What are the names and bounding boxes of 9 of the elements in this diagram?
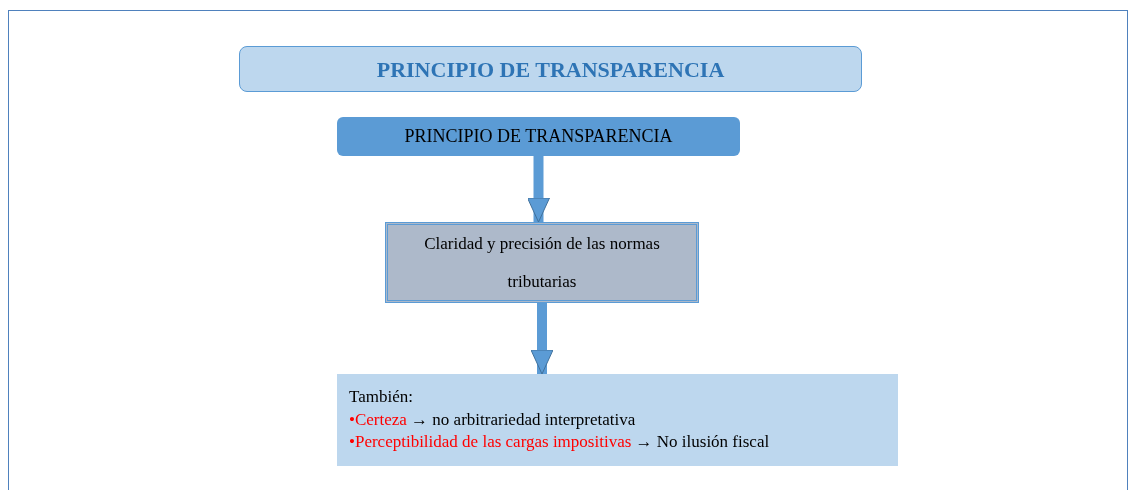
bullet-line: •Certeza → no arbitrariedad interpretativa: [349, 408, 637, 431]
process-box: Claridad y precisión de las normas tributarias: [385, 222, 699, 303]
block-arrow: [530, 303, 554, 375]
note-box: [337, 374, 898, 466]
block-arrow: [527, 156, 550, 223]
process-box: PRINCIPIO DE TRANSPARENCIA: [337, 117, 740, 156]
bullet-line: •Perceptibilidad de las cargas impositivas → No ilusión fiscal: [349, 431, 771, 454]
title-banner: PRINCIPIO DE TRANSPARENCIA: [239, 46, 862, 92]
text-line: También:: [349, 385, 414, 408]
